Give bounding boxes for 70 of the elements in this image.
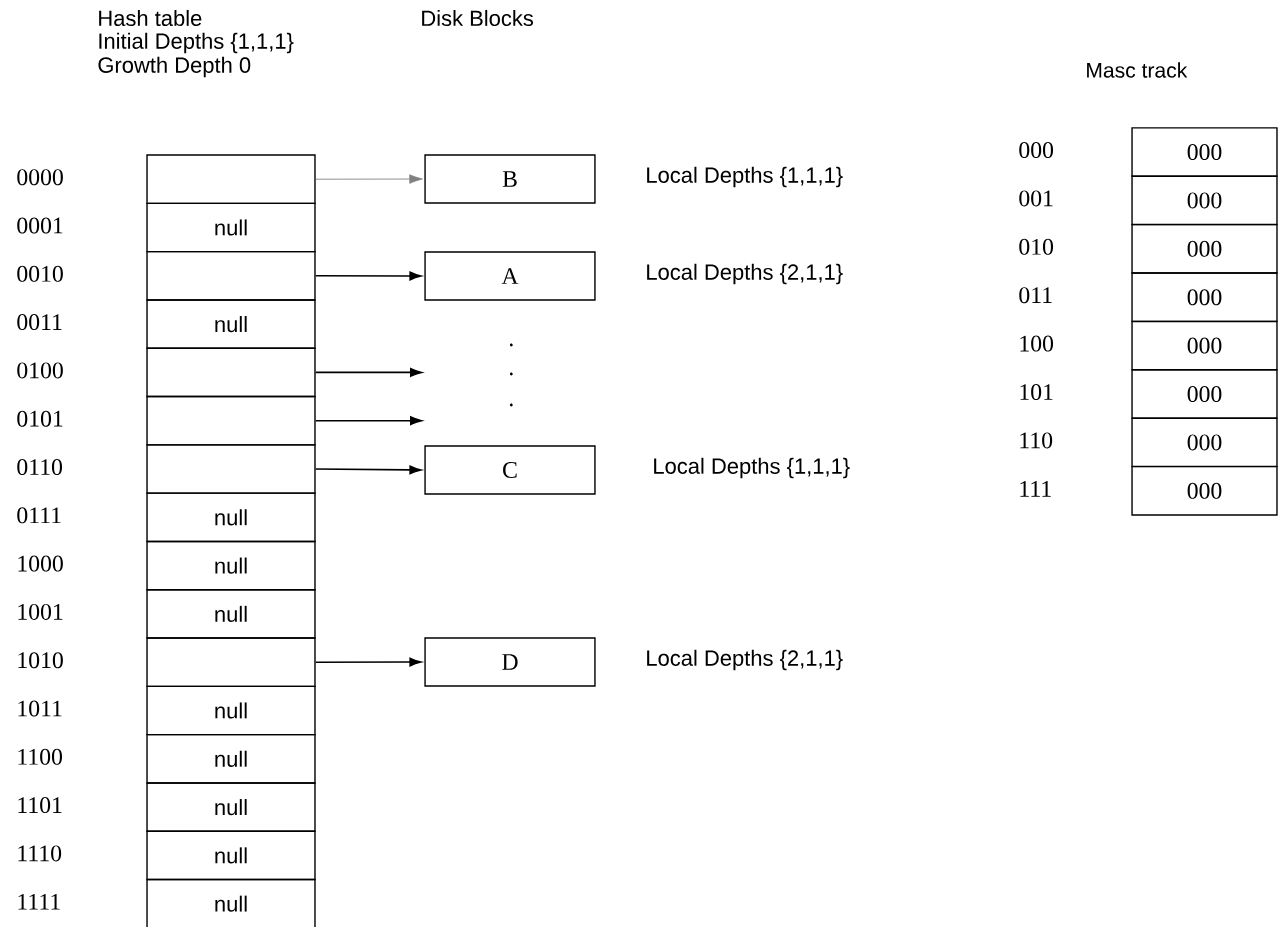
row-label: 1000 (18, 555, 63, 572)
row-label: 111 (1020, 481, 1051, 497)
table-cell (146, 347, 316, 398)
table-cell: null (146, 540, 316, 591)
table-cell: 000 (1131, 320, 1278, 371)
row-label: 0110 (17, 459, 62, 475)
depth-note: Local Depths {2,1,1} (647, 649, 843, 671)
title-text: Growth Depth 0 (98, 56, 251, 78)
row-label: 1001 (18, 603, 63, 620)
arrow (314, 657, 422, 667)
depth-note: Local Depths {2,1,1} (647, 263, 843, 285)
table-cell: null (146, 830, 316, 881)
table-cell (146, 637, 316, 688)
table-cell: null (146, 492, 316, 543)
table-cell: null (146, 202, 316, 253)
row-label: 010 (1019, 238, 1054, 255)
row-label: 1111 (18, 893, 60, 910)
row-label: 0011 (17, 314, 62, 331)
table-cell (146, 444, 316, 494)
disk-block: A (424, 251, 596, 301)
arrow (314, 416, 423, 426)
row-label: 110 (1020, 432, 1053, 449)
ellipsis-dot: . (509, 372, 513, 376)
table-cell: 000 (1131, 465, 1278, 516)
table-cell: null (146, 589, 316, 639)
row-label: 1011 (18, 700, 62, 717)
arrow (315, 174, 423, 184)
ellipsis-dot: . (509, 343, 513, 347)
row-label: 001 (1019, 190, 1053, 207)
disk-block: D (424, 637, 596, 687)
table-cell: null (146, 782, 316, 832)
row-label: 0101 (17, 410, 63, 427)
row-label: 0111 (17, 507, 61, 524)
title-text: Initial Depths {1,1,1} (99, 32, 294, 54)
row-label: 100 (1020, 335, 1054, 352)
row-label: 0000 (17, 169, 63, 186)
table-cell: 000 (1131, 369, 1278, 419)
disk-block: B (424, 154, 596, 204)
title-text: Disk Blocks (422, 9, 534, 27)
row-label: 0010 (17, 265, 63, 282)
table-cell: 000 (1131, 272, 1278, 323)
table-cell (146, 250, 316, 301)
row-label: 1100 (18, 748, 62, 765)
row-label: 011 (1019, 287, 1052, 304)
row-label: 0001 (17, 217, 63, 234)
ellipsis-dot: . (509, 403, 513, 407)
row-label: 1110 (18, 845, 62, 862)
table-cell (146, 395, 316, 446)
table-cell: 000 (1131, 127, 1278, 177)
table-cell: null (146, 733, 316, 784)
table-cell (146, 154, 316, 205)
row-label: 101 (1020, 384, 1053, 400)
arrow (314, 465, 422, 475)
table-cell: 000 (1131, 223, 1278, 274)
table-cell: null (146, 878, 316, 927)
row-label: 1010 (18, 652, 63, 669)
row-label: 0100 (17, 362, 63, 379)
disk-block: C (424, 445, 596, 495)
table-cell: null (146, 685, 316, 736)
table-cell: 000 (1131, 417, 1278, 468)
depth-note: Local Depths {1,1,1} (654, 457, 850, 479)
title-text: Masc track (1087, 62, 1188, 78)
table-cell: 000 (1131, 175, 1278, 226)
arrow (314, 367, 423, 377)
table-cell: null (146, 299, 316, 349)
title-text: Hash table (99, 9, 202, 27)
arrow (314, 271, 422, 281)
row-label: 000 (1019, 142, 1054, 158)
row-label: 1101 (18, 797, 62, 814)
depth-note: Local Depths {1,1,1} (647, 166, 843, 188)
